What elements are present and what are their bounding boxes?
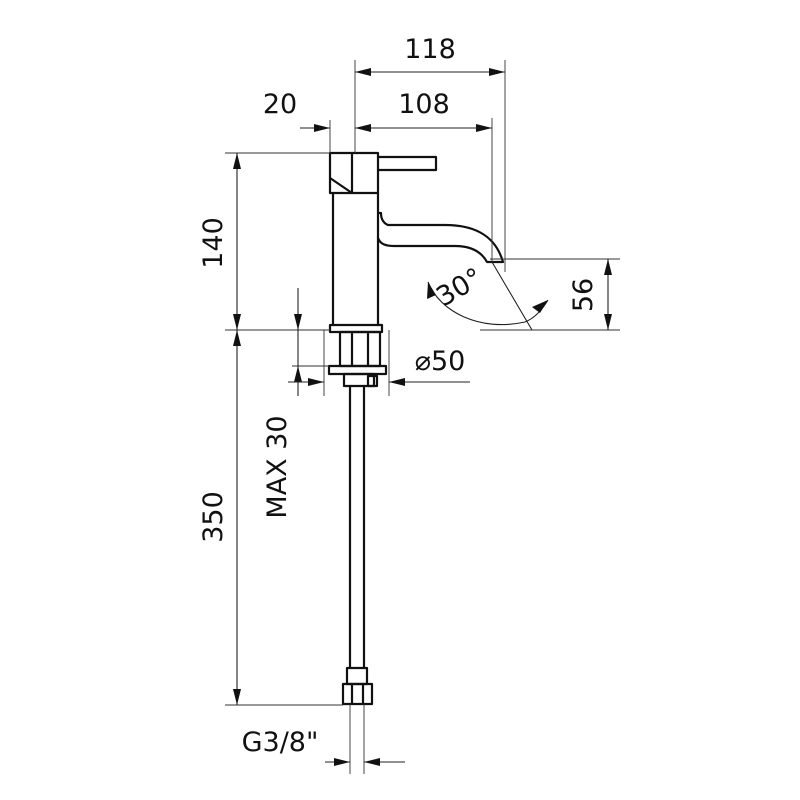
faucet-body [327, 151, 505, 706]
fixing-shank [338, 330, 382, 368]
dim-label-hose-length: 350 [198, 491, 229, 543]
cartridge-cap [328, 151, 380, 195]
flexible-hose [348, 384, 366, 670]
dim-label-connection-thread: G3/8" [242, 727, 319, 758]
dimension-labels: 118 20 108 140 56 30° ⌀50 MAX 30 350 G3/… [198, 34, 599, 758]
dim-label-base-diameter: ⌀50 [415, 346, 466, 377]
fixing-nut [342, 372, 376, 388]
hose-connector [345, 666, 369, 686]
dimension-lines [233, 68, 612, 766]
dim-label-total-reach: 118 [404, 34, 456, 65]
fixing-washer [327, 364, 388, 376]
dim-label-spout-height: 56 [568, 278, 599, 312]
body-column [331, 191, 380, 327]
dim-label-body-height: 140 [198, 217, 229, 269]
nut-lock [366, 374, 379, 388]
connector-nut-flats [350, 682, 365, 706]
dim-label-body-offset: 20 [263, 89, 297, 120]
lever-handle [376, 155, 438, 172]
dim-label-max-deck-thickness: MAX 30 [262, 415, 293, 518]
spout [376, 211, 505, 264]
dim-label-spout-reach: 108 [398, 89, 450, 120]
dim-label-spout-angle: 30° [431, 262, 488, 313]
connector-nut [341, 682, 374, 706]
shank-thread [350, 330, 370, 368]
cap-bevel [328, 151, 354, 195]
